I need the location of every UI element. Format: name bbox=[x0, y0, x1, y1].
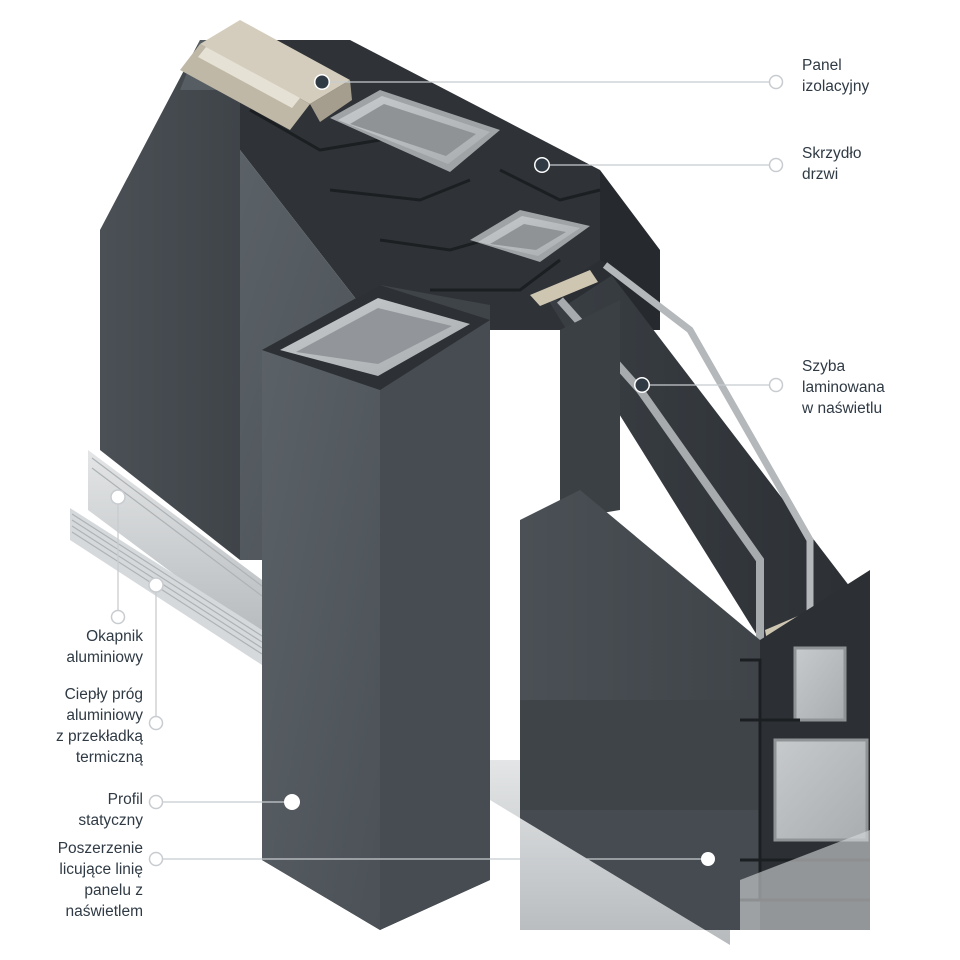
callout-end-rings bbox=[110, 74, 784, 867]
label-door-sash: Skrzydło drzwi bbox=[802, 143, 861, 185]
label-line: statyczny bbox=[78, 812, 143, 829]
label-line: licujące linię bbox=[59, 861, 143, 878]
label-laminated-glass: Szyba laminowana w naświetlu bbox=[802, 356, 885, 419]
steel-core-middle bbox=[470, 210, 590, 262]
label-insulation-panel: Panel izolacyjny bbox=[802, 55, 869, 97]
callout-dots bbox=[110, 74, 715, 866]
label-line: aluminiowy bbox=[66, 707, 143, 724]
insulation-panel bbox=[180, 20, 352, 130]
label-line: panelu z bbox=[84, 882, 143, 899]
label-warm-threshold: Ciepły próg aluminiowy z przekładką term… bbox=[56, 684, 143, 768]
label-frame-extension: Poszerzenie licujące linię panelu z naśw… bbox=[58, 838, 143, 922]
label-line: Szyba bbox=[802, 358, 846, 375]
label-line: drzwi bbox=[802, 166, 839, 183]
label-line: Okapnik bbox=[86, 628, 143, 645]
leader-lines bbox=[117, 81, 770, 860]
label-line: Ciepły próg bbox=[64, 686, 143, 703]
label-static-profile: Profil statyczny bbox=[78, 789, 143, 831]
frame-extension-block bbox=[490, 490, 870, 945]
label-line: aluminiowy bbox=[66, 649, 143, 666]
label-line: termiczną bbox=[75, 749, 143, 766]
steel-core-upper bbox=[330, 90, 500, 172]
label-line: Panel bbox=[802, 57, 842, 74]
label-line: Profil bbox=[107, 791, 143, 808]
label-line: Poszerzenie bbox=[57, 840, 143, 857]
label-line: w naświetlu bbox=[802, 400, 883, 417]
label-line: naświetlem bbox=[65, 903, 143, 920]
laminated-glass-unit bbox=[530, 260, 860, 646]
label-line: z przekładką bbox=[55, 728, 143, 745]
static-profile-post bbox=[262, 285, 490, 930]
label-line: Skrzydło bbox=[802, 145, 862, 162]
label-line: laminowana bbox=[802, 379, 885, 396]
label-aluminium-drip: Okapnik aluminiowy bbox=[66, 626, 143, 668]
label-line: izolacyjny bbox=[802, 78, 870, 95]
